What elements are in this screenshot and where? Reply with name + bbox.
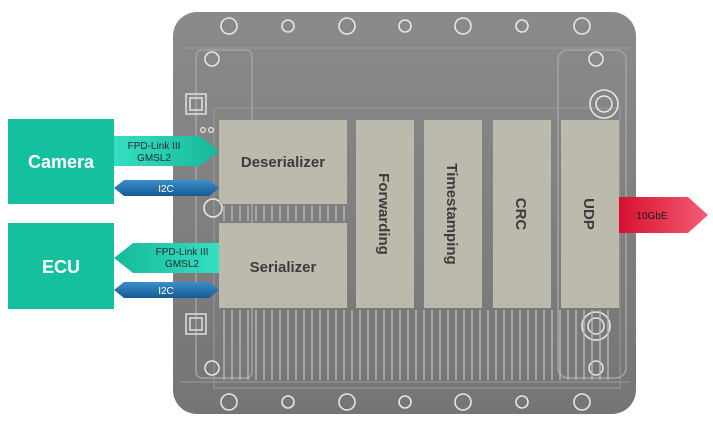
ethernet-arrow: 10GbE xyxy=(619,197,708,233)
camera-fpd-line1: FPD-Link III xyxy=(128,141,181,152)
ecu-fpd-line1: FPD-Link III xyxy=(156,247,209,258)
camera-i2c-label: I2C xyxy=(158,184,174,195)
ecu-i2c-arrow: I2C xyxy=(114,282,219,298)
deserializer-block: Deserializer xyxy=(219,120,347,204)
top-mounting-holes xyxy=(220,17,591,35)
heat-sink-fins xyxy=(223,206,609,380)
forwarding-block: Forwarding xyxy=(356,120,414,308)
serializer-label: Serializer xyxy=(250,259,317,276)
left-panel-dots xyxy=(200,126,215,133)
ecu-device: ECU xyxy=(8,223,114,309)
camera-fpd-line2: GMSL2 xyxy=(137,153,171,164)
bottom-mounting-holes xyxy=(220,393,591,411)
deserializer-label: Deserializer xyxy=(241,154,325,171)
camera-device: Camera xyxy=(8,119,114,204)
ecu-label: ECU xyxy=(42,257,80,277)
crc-block: CRC xyxy=(493,120,551,308)
ecu-fpd-arrow: FPD-Link III GMSL2 xyxy=(114,243,219,273)
udp-label: UDP xyxy=(580,198,597,230)
camera-fpd-arrow: FPD-Link III GMSL2 xyxy=(114,136,219,166)
ecu-i2c-label: I2C xyxy=(158,286,174,297)
camera-label: Camera xyxy=(28,152,95,172)
left-panel-pads xyxy=(185,93,207,335)
forwarding-label: Forwarding xyxy=(375,173,392,255)
crc-label: CRC xyxy=(512,198,529,231)
timestamping-block: Timestamping xyxy=(424,120,482,308)
ethernet-label: 10GbE xyxy=(636,211,667,222)
side-holes xyxy=(203,51,619,376)
camera-i2c-arrow: I2C xyxy=(114,180,219,196)
timestamping-label: Timestamping xyxy=(443,163,460,264)
serializer-block: Serializer xyxy=(219,223,347,308)
ecu-fpd-line2: GMSL2 xyxy=(165,259,199,270)
udp-block: UDP xyxy=(561,120,619,308)
